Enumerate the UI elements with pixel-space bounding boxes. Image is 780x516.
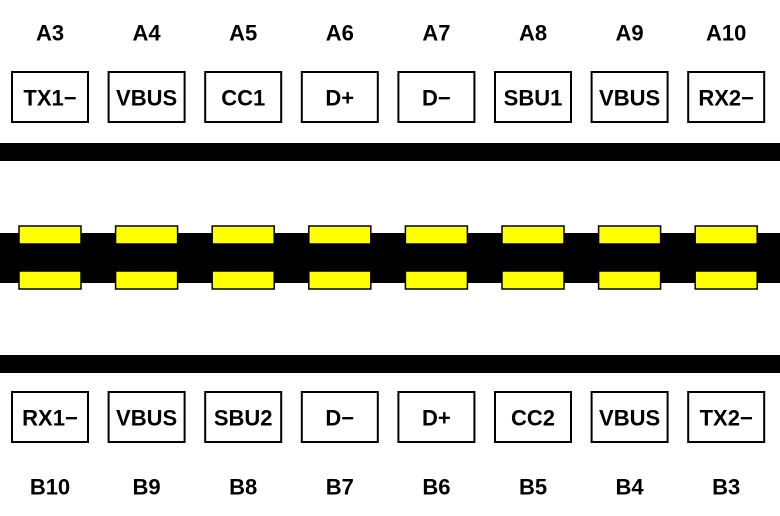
bottom-contact-pad <box>308 270 372 290</box>
signal-label: VBUS <box>599 406 660 431</box>
pin-number: A6 <box>326 21 354 46</box>
pin-number: A10 <box>706 21 746 46</box>
bottom-contact-pad <box>597 270 662 290</box>
top-contact-pad <box>308 225 372 245</box>
contact-pads <box>18 225 758 290</box>
signal-box: D+ <box>300 71 379 123</box>
signal-label: SBU2 <box>214 406 273 431</box>
signal-box-outline <box>687 71 766 123</box>
signal-box: RX1− <box>11 391 89 443</box>
bottom-shell-bar <box>0 355 780 373</box>
bottom-contact-pad <box>501 270 565 290</box>
pin-number: A3 <box>36 21 64 46</box>
signal-box-outline <box>397 71 476 123</box>
top-shell-bar <box>0 143 780 161</box>
signal-box-outline <box>300 71 379 123</box>
bottom-contact-pad <box>404 270 469 290</box>
signal-box-outline <box>300 391 379 443</box>
pin-number: B10 <box>30 475 70 500</box>
top-contact-pad <box>18 225 82 245</box>
pin-number: A4 <box>133 21 162 46</box>
pin-number: B3 <box>712 475 740 500</box>
pin-number: A7 <box>422 21 450 46</box>
bottom-contact-pad <box>114 270 179 290</box>
signal-box-outline <box>494 391 572 443</box>
pin-number: A9 <box>616 21 644 46</box>
signal-box: D− <box>300 391 379 443</box>
signal-label: RX1− <box>22 406 78 431</box>
signal-label: VBUS <box>116 406 177 431</box>
signal-box: TX1− <box>11 71 89 123</box>
bottom-contact-pad <box>211 270 275 290</box>
signal-box-outline <box>204 391 283 443</box>
top-contact-pad <box>114 225 179 245</box>
signal-label: VBUS <box>599 86 660 111</box>
signal-label: TX2− <box>700 406 753 431</box>
bottom-signal-boxes: RX1− VBUS SBU2 D− D+ CC2 VBUS TX2− <box>11 391 766 443</box>
signal-box-outline <box>397 391 476 443</box>
signal-label: D+ <box>325 86 354 111</box>
signal-box: SBU2 <box>204 391 283 443</box>
signal-label: SBU1 <box>504 86 563 111</box>
signal-box-outline <box>11 391 89 443</box>
top-pin-numbers: A3 A4 A5 A6 A7 A8 A9 A10 <box>36 21 746 46</box>
top-contact-pad <box>501 225 565 245</box>
signal-box: TX2− <box>687 391 766 443</box>
signal-label: D+ <box>422 406 451 431</box>
signal-label: VBUS <box>116 86 177 111</box>
signal-box: VBUS <box>107 71 186 123</box>
signal-box-outline <box>107 391 186 443</box>
signal-box: SBU1 <box>494 71 572 123</box>
pin-number: A5 <box>229 21 257 46</box>
signal-box: VBUS <box>590 71 669 123</box>
signal-box-outline <box>204 71 283 123</box>
pin-number: A8 <box>519 21 547 46</box>
signal-label: CC2 <box>511 406 555 431</box>
top-contact-pad <box>597 225 662 245</box>
pin-number: B7 <box>326 475 354 500</box>
pin-number: B4 <box>616 475 645 500</box>
bottom-contact-pad <box>694 270 758 290</box>
signal-box: VBUS <box>590 391 669 443</box>
signal-box: D+ <box>397 391 476 443</box>
signal-box-outline <box>107 71 186 123</box>
signal-box-outline <box>11 71 89 123</box>
signal-box-outline <box>494 71 572 123</box>
signal-box: CC2 <box>494 391 572 443</box>
signal-box-outline <box>687 391 766 443</box>
signal-label: D− <box>422 86 451 111</box>
signal-label: TX1− <box>23 86 76 111</box>
top-signal-boxes: TX1− VBUS CC1 D+ D− SBU1 VBUS RX2− <box>11 71 766 123</box>
pin-number: B8 <box>229 475 257 500</box>
top-contact-pad <box>404 225 469 245</box>
bottom-contact-pad <box>18 270 82 290</box>
signal-label: CC1 <box>221 86 265 111</box>
pin-number: B5 <box>519 475 547 500</box>
signal-box: RX2− <box>687 71 766 123</box>
signal-label: RX2− <box>698 86 754 111</box>
signal-box: CC1 <box>204 71 283 123</box>
top-contact-pad <box>211 225 275 245</box>
signal-box: D− <box>397 71 476 123</box>
signal-label: D− <box>325 406 354 431</box>
pin-number: B6 <box>422 475 450 500</box>
pin-number: B9 <box>133 475 161 500</box>
signal-box-outline <box>590 71 669 123</box>
top-contact-pad <box>694 225 758 245</box>
signal-box-outline <box>590 391 669 443</box>
signal-box: VBUS <box>107 391 186 443</box>
bottom-pin-numbers: B10 B9 B8 B7 B6 B5 B4 B3 <box>30 475 740 500</box>
